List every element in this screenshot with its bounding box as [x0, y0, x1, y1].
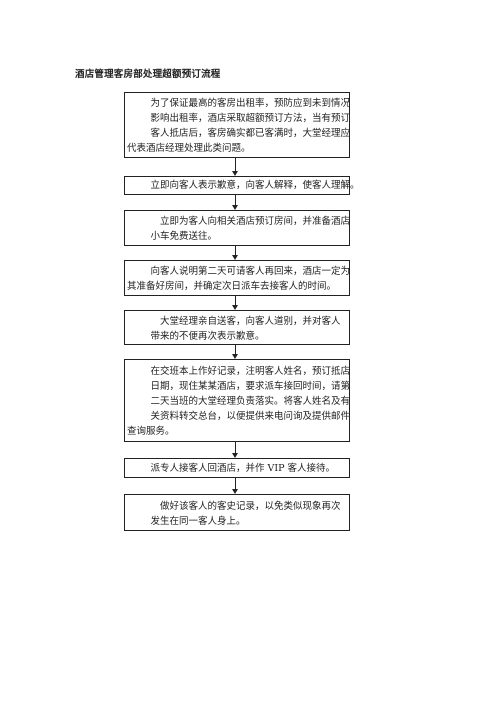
flow-arrow-2: [232, 205, 238, 210]
flow-arrow-5: [232, 354, 238, 359]
step-3-line-2: 小车免费送往。: [141, 231, 218, 242]
step-6-line-1: 在交班本上作好记录，注明客人姓名，预订抵店: [141, 366, 351, 377]
step-1-line-3: 客人抵店后，客房确实都已客满时，大堂经理应: [141, 128, 351, 139]
step-3-line-1: 立即为客人向相关酒店预订房间，并准备酒店: [141, 216, 351, 227]
flow-connector-3: [235, 246, 236, 256]
step-6-line-3: 二天当班的大堂经理负责落实。将客人姓名及有: [141, 396, 351, 407]
step-5-line-2: 带来的不便再次表示歉意。: [141, 331, 265, 342]
flow-arrow-4: [232, 305, 238, 310]
flow-connector-1: [235, 158, 236, 172]
flow-arrow-1: [232, 171, 238, 176]
flow-connector-2: [235, 195, 236, 206]
step-4-line-1: 向客人说明第二天可请客人再回来，酒店一定为: [141, 266, 351, 277]
step-7-line-1: 派专人接客人回酒店，并作 VIP 客人接待。: [141, 463, 336, 474]
flow-step-5: 大堂经理亲自送客，向客人道别，并对客人 带来的不便再次表示歉意。: [124, 310, 350, 345]
step-1-line-4: 代表酒店经理处理此类问题。: [127, 143, 251, 154]
flow-arrow-6: [232, 453, 238, 458]
flow-step-2: 立即向客人表示歉意，向客人解释，使客人理解。: [124, 176, 360, 195]
step-6-line-5: 查询服务。: [127, 426, 175, 437]
step-8-line-1: 做好该客人的客史记录，以免类似现象再次: [141, 501, 341, 512]
flow-step-7: 派专人接客人回酒店，并作 VIP 客人接待。: [124, 458, 350, 478]
flow-connector-5: [235, 345, 236, 355]
step-1-line-1: 为了保证最高的客房出租率，预防应到未到情况: [141, 98, 351, 109]
flow-step-6: 在交班本上作好记录，注明客人姓名，预订抵店 日期，现住某某酒店，要求派车接回时间…: [124, 359, 350, 442]
flow-step-8: 做好该客人的客史记录，以免类似现象再次 发生在同一客人身上。: [124, 494, 350, 531]
flow-connector-4: [235, 296, 236, 306]
flow-connector-7: [235, 478, 236, 490]
step-8-line-2: 发生在同一客人身上。: [141, 516, 246, 527]
step-5-line-1: 大堂经理亲自送客，向客人道别，并对客人: [141, 316, 341, 327]
step-2-line-1: 立即向客人表示歉意，向客人解释，使客人理解。: [141, 180, 360, 191]
flow-connector-6: [235, 442, 236, 454]
document-title: 酒店管理客房部处理超额预订流程: [75, 69, 221, 80]
step-1-line-2: 影响出租率，酒店采取超额预订方法，当有预订: [141, 113, 351, 124]
step-4-line-2: 其准备好房间，并确定次日派车去接客人的时间。: [127, 281, 337, 292]
step-6-line-2: 日期，现住某某酒店，要求派车接回时间，请第: [141, 381, 351, 392]
flow-arrow-7: [232, 489, 238, 494]
flow-arrow-3: [232, 255, 238, 260]
step-6-line-4: 关资料转交总台，以便提供来电问询及提供邮件: [141, 411, 351, 422]
flow-step-1: 为了保证最高的客房出租率，预防应到未到情况 影响出租率，酒店采取超额预订方法，当…: [124, 92, 350, 158]
flow-step-3: 立即为客人向相关酒店预订房间，并准备酒店 小车免费送往。: [124, 210, 350, 246]
flow-step-4: 向客人说明第二天可请客人再回来，酒店一定为 其准备好房间，并确定次日派车去接客人…: [124, 260, 350, 296]
